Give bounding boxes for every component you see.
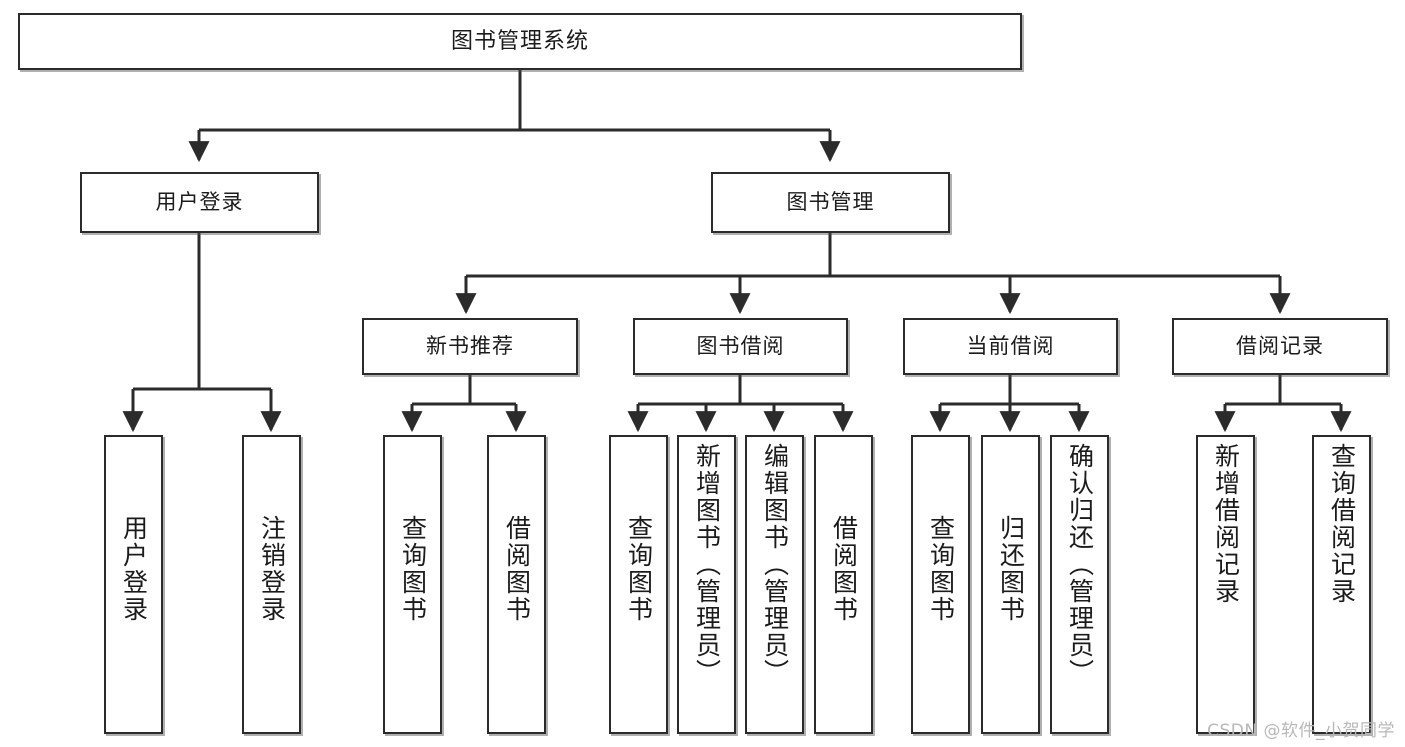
node-label: 借阅记录 [1236,334,1324,359]
node-label: 确认归还（管理员） [1065,443,1095,686]
node-borrow-record[interactable]: 借阅记录 [1172,318,1388,375]
node-label: 图书借阅 [696,334,785,359]
leaf-return-book[interactable]: 归还图书 [981,435,1040,734]
node-label: 图书管理 [786,190,875,215]
leaf-add-borrow-record[interactable]: 新增借阅记录 [1196,435,1255,734]
node-new-book-recommend[interactable]: 新书推荐 [362,318,578,375]
node-label: 查询图书 [398,515,428,623]
leaf-borrow-book-recommend[interactable]: 借阅图书 [487,435,546,734]
node-label: 查询图书 [624,515,654,623]
node-label: 借阅图书 [829,515,859,623]
node-label: 用户登录 [119,515,149,623]
node-label: 查询借阅记录 [1327,443,1357,605]
leaf-add-book-admin[interactable]: 新增图书（管理员） [677,435,736,734]
leaf-query-book-recommend[interactable]: 查询图书 [383,435,442,734]
node-book-management[interactable]: 图书管理 [711,172,950,233]
leaf-query-borrow-record[interactable]: 查询借阅记录 [1312,435,1371,734]
node-label: 当前借阅 [966,334,1055,359]
leaf-borrow-book[interactable]: 借阅图书 [814,435,873,734]
node-label: 新增借阅记录 [1211,443,1241,605]
node-label: 编辑图书（管理员） [760,443,790,686]
leaf-edit-book-admin[interactable]: 编辑图书（管理员） [745,435,804,734]
node-label: 注销登录 [257,515,287,623]
leaf-user-login[interactable]: 用户登录 [104,435,163,734]
node-book-borrow[interactable]: 图书借阅 [633,318,848,375]
node-label: 新书推荐 [426,334,514,359]
node-user-login[interactable]: 用户登录 [80,172,319,233]
leaf-logout[interactable]: 注销登录 [242,435,301,734]
node-label: 新增图书（管理员） [692,443,722,686]
node-label: 归还图书 [996,515,1026,623]
leaf-confirm-return-admin[interactable]: 确认归还（管理员） [1050,435,1109,734]
node-label: 借阅图书 [502,515,532,623]
node-label: 查询图书 [926,515,956,623]
node-label: 用户登录 [155,190,244,215]
watermark-text: CSDN @软件_小贺同学 [1207,721,1395,741]
leaf-query-book-current[interactable]: 查询图书 [911,435,970,734]
node-root-system[interactable]: 图书管理系统 [18,13,1022,70]
node-label: 图书管理系统 [450,28,589,54]
node-current-borrow[interactable]: 当前借阅 [903,318,1118,375]
leaf-query-book-borrow[interactable]: 查询图书 [609,435,668,734]
